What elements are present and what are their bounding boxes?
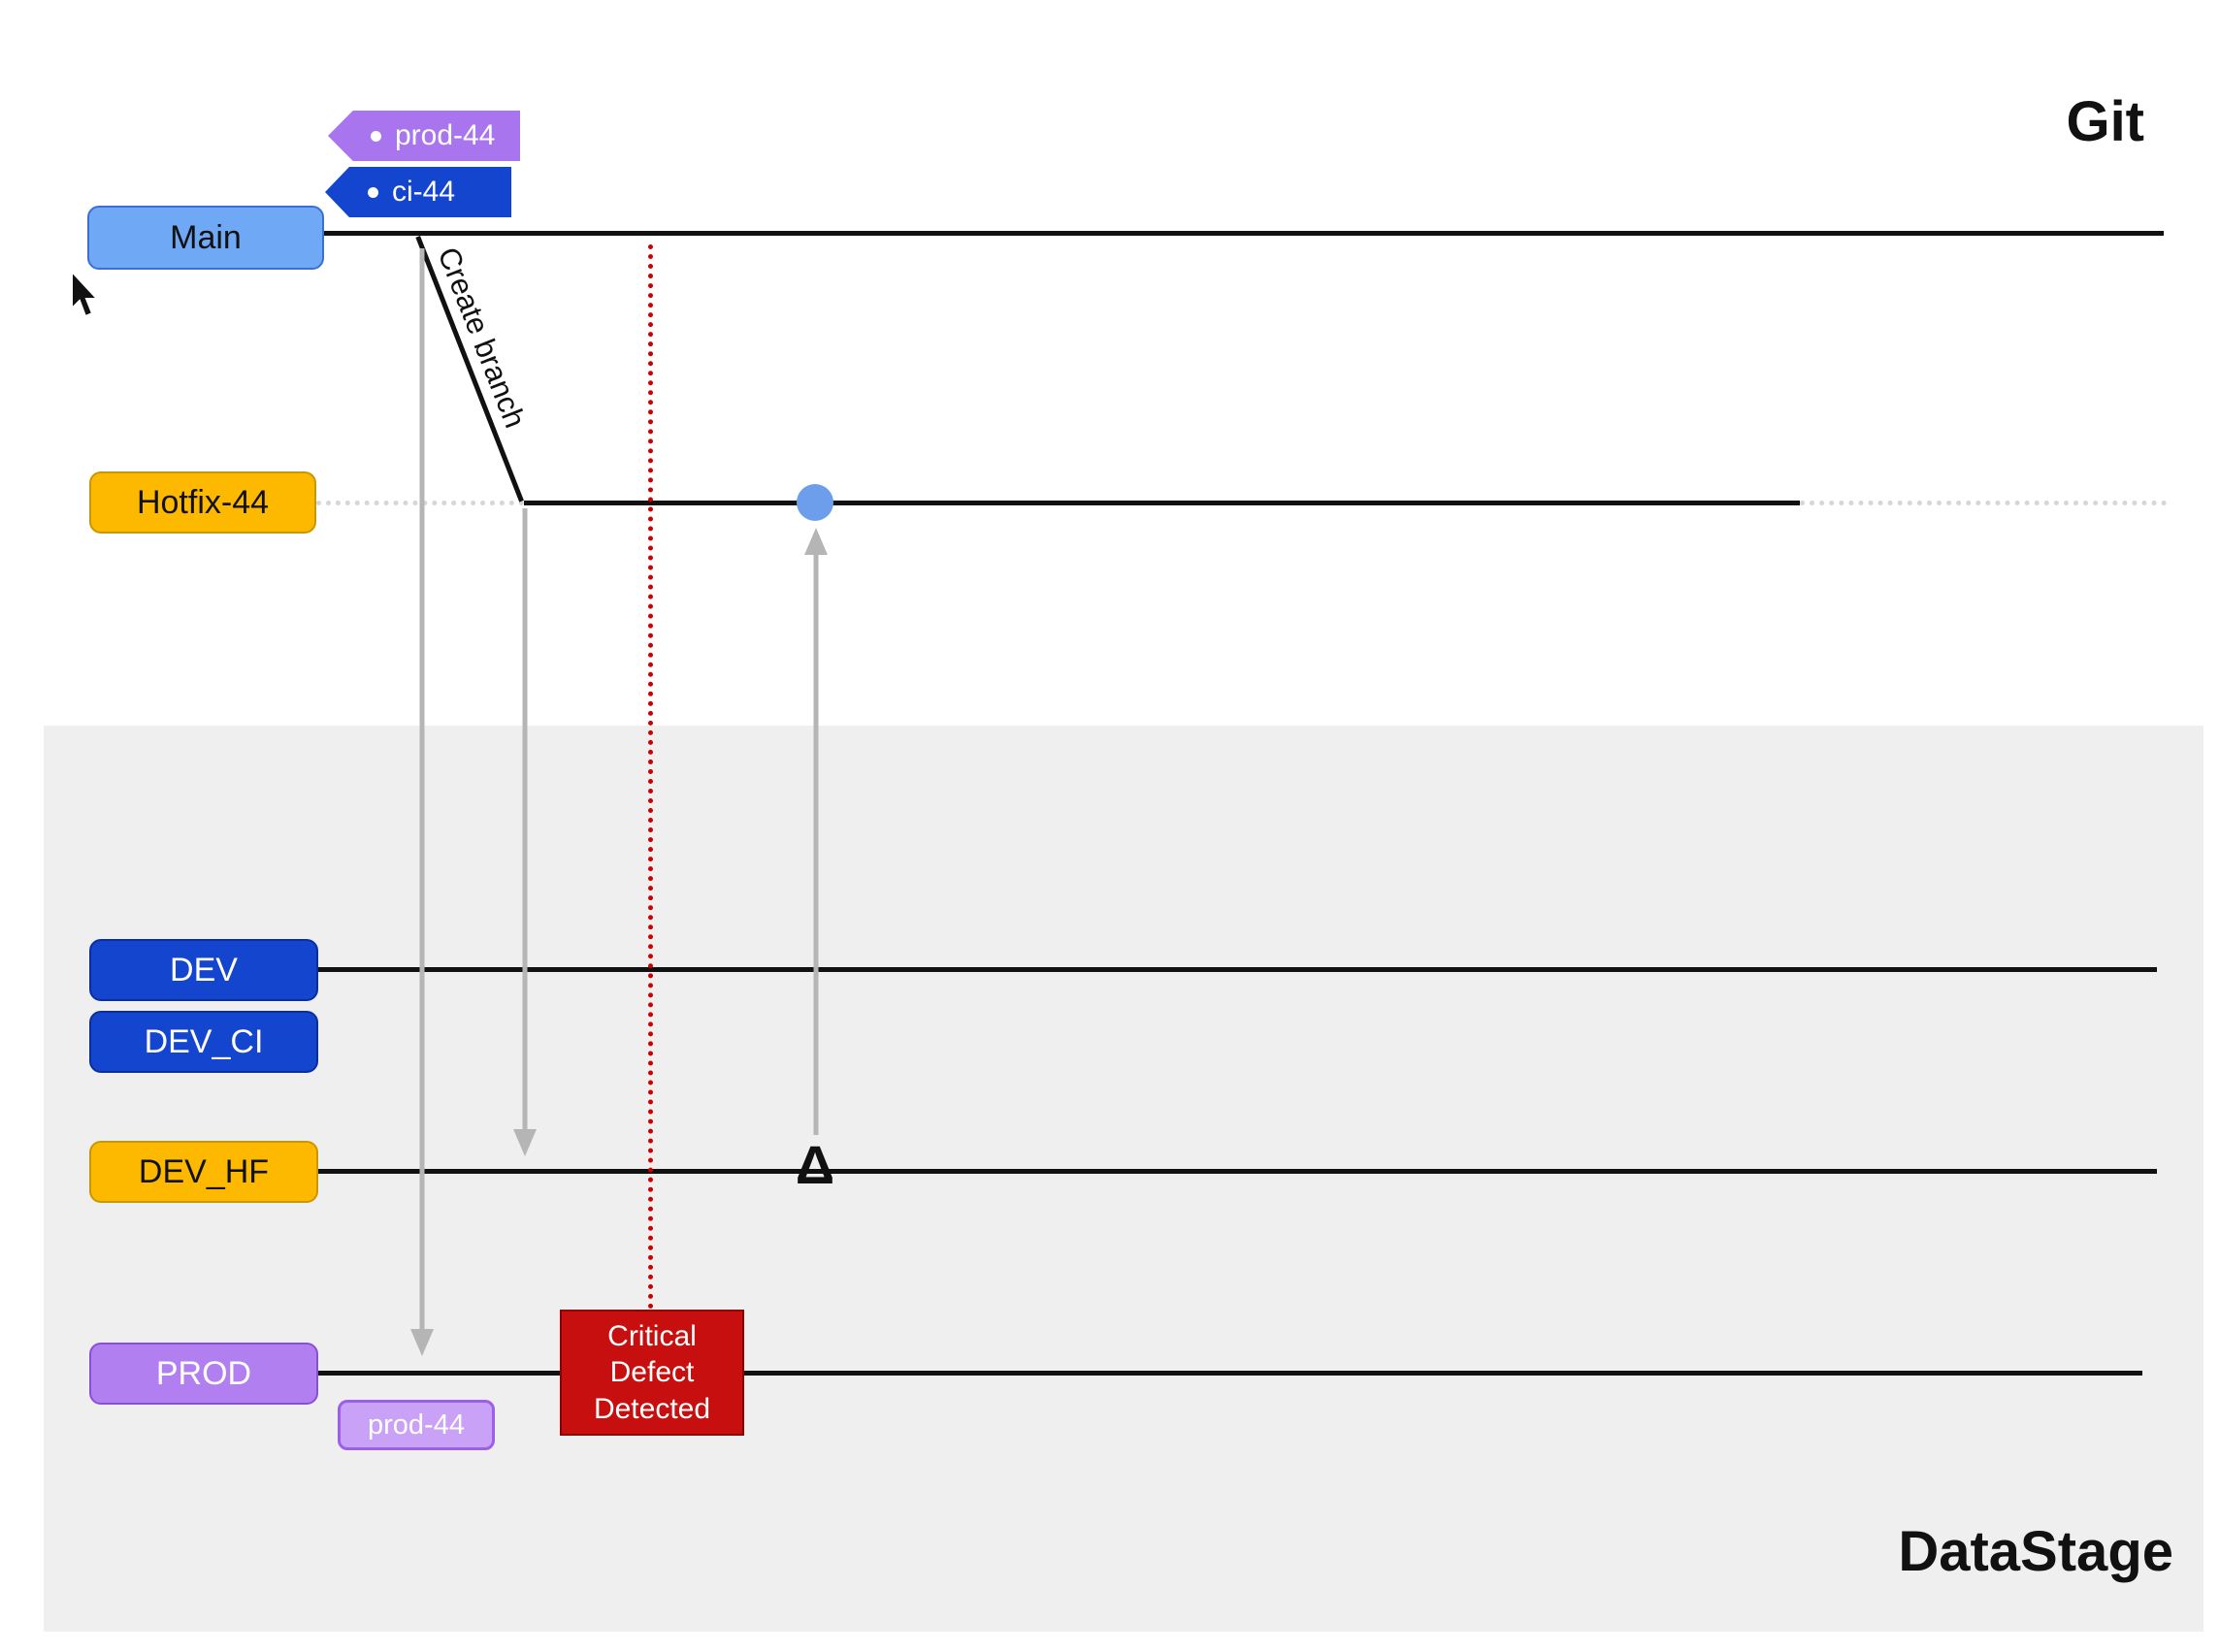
prod-environment-timeline xyxy=(318,1371,2142,1376)
prod-deployment-tag: prod-44 xyxy=(338,1400,495,1450)
mouse-cursor-icon xyxy=(71,270,100,318)
tag-dot-icon xyxy=(368,186,378,198)
defect-timeline-line xyxy=(648,244,653,1310)
hotfix-branch-label: Hotfix-44 xyxy=(89,471,316,534)
env-label-dev-hf: DEV_HF xyxy=(89,1141,318,1203)
deploy-main-to-prod-arrow xyxy=(410,248,434,1356)
devhf-environment-timeline xyxy=(318,1169,2157,1174)
main-branch-timeline xyxy=(322,231,2164,236)
git-tag-prod-44: prod-44 xyxy=(328,111,520,161)
commit-devhf-to-hotfix-arrow xyxy=(804,528,828,1135)
delta-change-marker: Δ xyxy=(795,1134,835,1195)
git-tag-ci-44: ci-44 xyxy=(325,167,511,217)
env-label-dev-ci: DEV_CI xyxy=(89,1011,318,1073)
dev-environment-timeline xyxy=(318,967,2157,972)
git-tag-prod-44-label: prod-44 xyxy=(395,119,496,151)
critical-defect-box: Critical Defect Detected xyxy=(560,1310,744,1436)
hotfix-branch-timeline xyxy=(524,501,1800,505)
hotfix-commit-dot xyxy=(797,484,833,521)
deploy-hotfix-to-devhf-arrow xyxy=(513,508,537,1156)
git-section-title: Git xyxy=(2066,90,2144,153)
git-tag-ci-44-label: ci-44 xyxy=(392,176,456,208)
env-label-prod: PROD xyxy=(89,1343,318,1405)
datastage-panel xyxy=(44,726,2204,1632)
hotfix-timeline-dotted-right xyxy=(1800,501,2167,505)
env-label-dev: DEV xyxy=(89,939,318,1001)
main-branch-label: Main xyxy=(87,206,324,270)
datastage-section-title: DataStage xyxy=(1898,1520,2173,1583)
tag-dot-icon xyxy=(371,130,381,142)
